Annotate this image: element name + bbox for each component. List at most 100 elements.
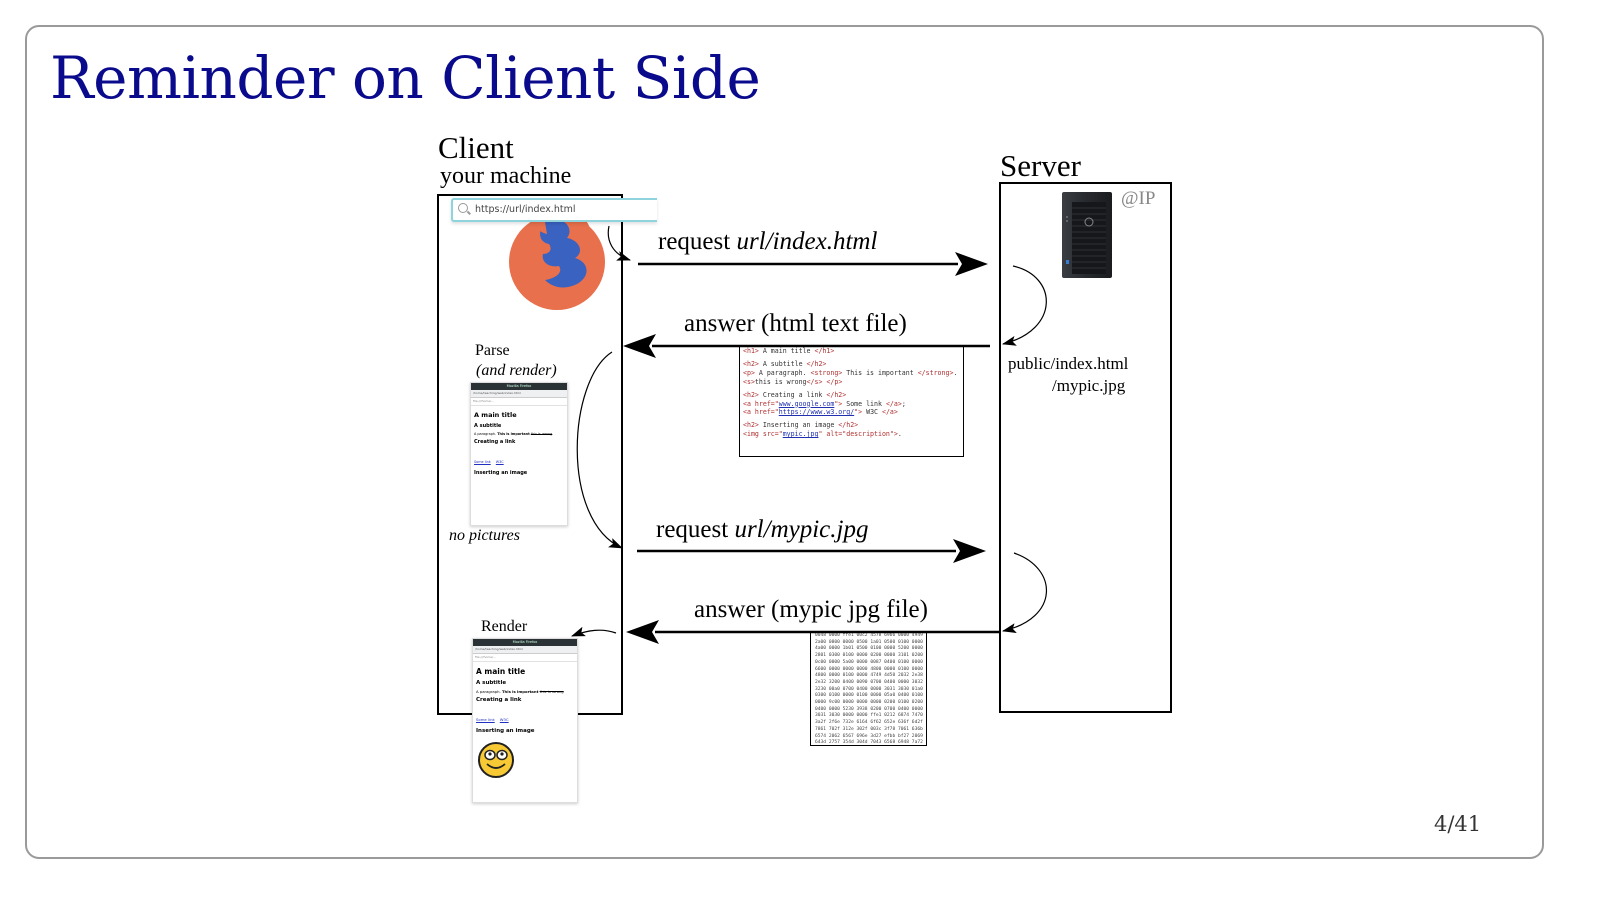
address-bar[interactable]: https://url/index.html xyxy=(451,198,657,222)
hex-row: 2a00 0800 0000 0500 1a01 0500 0100 0000 xyxy=(815,639,923,645)
hex-row: 2e32 3200 0400 0090 0700 0400 0000 3032 xyxy=(815,679,923,685)
browser-tab: /home/teaching/web/index.html xyxy=(473,646,577,654)
code-text: Inserting an image xyxy=(758,421,839,430)
preview-link-1[interactable]: Some link xyxy=(474,460,491,464)
server-path-image: /mypic.jpg xyxy=(1052,376,1126,395)
code-line: <s>this is wrong</s> </p> xyxy=(743,378,963,387)
hex-row: 0000 9c00 0000 0000 0000 0200 0100 0200 xyxy=(815,700,923,706)
slide-title: Reminder on Client Side xyxy=(50,44,761,112)
render-label: Render xyxy=(481,618,528,635)
hex-row: 6574 2062 6567 696e 3d27 efbb bf27 2069 xyxy=(815,733,923,739)
code-tag: "> xyxy=(834,399,843,408)
hex-row: 4800 0000 0100 0000 4749 4d50 2032 2e38 xyxy=(815,673,923,679)
hex-row: 0c00 0000 5a00 0000 0087 0400 0100 0000 xyxy=(815,659,923,665)
code-tag: <h2> xyxy=(743,390,759,399)
page-number: 4/41 xyxy=(1434,812,1482,836)
code-tag: "> xyxy=(854,408,863,417)
code-line: <h2> Creating a link </h2> xyxy=(743,391,963,400)
code-text: Creating a link xyxy=(758,390,827,399)
answer-jpg-label: answer (mypic jpg file) xyxy=(694,596,928,623)
rendered-paragraph: A paragraph. This is important this is w… xyxy=(476,689,574,694)
server-heading: Server xyxy=(1000,148,1081,183)
request-image-prefix: request xyxy=(656,516,735,543)
preview-link-2[interactable]: W3C xyxy=(495,460,504,464)
rendered-link-1[interactable]: Some link xyxy=(476,717,495,722)
rendered-page-preview: Mozilla Firefox /home/teaching/web/index… xyxy=(472,638,578,803)
preview-paragraph-strong: This is important xyxy=(497,432,530,436)
parse-sublabel: (and render) xyxy=(476,362,557,379)
browser-tab: /home/teaching/web/index.html xyxy=(471,390,567,398)
preview-h1: A main title xyxy=(474,411,517,419)
rendered-paragraph-text: A paragraph. xyxy=(476,689,502,694)
hex-row: 3031 3030 0000 0000 ffe1 0212 6874 7470 xyxy=(815,713,923,719)
rendered-paragraph-struck: this is wrong xyxy=(539,689,564,694)
code-text: A main title xyxy=(758,347,815,355)
server-tower-icon xyxy=(1062,192,1112,278)
hex-row: 0048 0000 ffe1 00c2 4578 6966 0000 4949 xyxy=(815,633,923,638)
code-text: . xyxy=(953,368,958,377)
preview-links: Some link W3C xyxy=(474,448,564,467)
code-text: ; xyxy=(901,399,906,408)
code-text: . xyxy=(897,430,902,439)
hex-row: 3230 00a0 0700 0400 0000 3031 3030 01a0 xyxy=(815,686,923,692)
rendered-h2-image: Inserting an image xyxy=(476,728,535,734)
code-tag: </h2> xyxy=(806,360,827,369)
code-tag: </a> xyxy=(881,408,898,417)
browser-navbar: file:///home/... xyxy=(471,398,567,406)
code-tag: <h1> xyxy=(743,347,759,355)
hex-row: 3a2f 2f6e 732e 6164 6f62 652e 636f 6d2f xyxy=(815,720,923,726)
code-text: W3C xyxy=(862,408,882,417)
server-ip-label: @IP xyxy=(1121,188,1156,209)
code-tag: <strong> xyxy=(810,368,843,377)
hex-row: 7861 702f 312e 302f 003c 3f78 7061 636b xyxy=(815,726,923,732)
code-tag: </strong> xyxy=(917,368,954,377)
code-link: mypic.jpg xyxy=(782,430,819,439)
request-index-url: url/index.html xyxy=(736,228,878,255)
request-image-label: request url/mypic.jpg xyxy=(656,516,868,544)
preview-paragraph-text: A paragraph. xyxy=(474,432,498,436)
code-tag: " alt="description"> xyxy=(818,430,898,439)
code-tag: <p> xyxy=(743,368,755,377)
code-tag: <a href=" xyxy=(743,399,779,408)
code-line: <img src="mypic.jpg" alt="description">. xyxy=(743,430,963,439)
code-text: this is wrong xyxy=(754,377,807,386)
code-line: <h2> Inserting an image </h2> xyxy=(743,421,963,430)
rendered-h2-link: Creating a link xyxy=(476,697,522,703)
code-tag: <img src=" xyxy=(743,430,783,439)
hex-row: 2801 0300 0100 0000 0200 0000 3101 0200 xyxy=(815,653,923,659)
parsed-page-preview: Mozilla Firefox /home/teaching/web/index… xyxy=(470,382,568,526)
client-subheading: your machine xyxy=(440,163,572,189)
request-index-label: request url/index.html xyxy=(658,228,877,256)
parse-label: Parse xyxy=(475,342,510,359)
preview-paragraph: A paragraph. This is important this is w… xyxy=(474,432,564,436)
smiley-image-icon xyxy=(478,742,514,778)
client-heading: Client xyxy=(438,130,514,165)
code-line: <h2> A subtitle </h2> xyxy=(743,360,963,369)
rendered-h2-subtitle: A subtitle xyxy=(476,680,507,686)
code-text: This is important xyxy=(842,368,918,377)
browser-titlebar: Mozilla Firefox xyxy=(473,639,577,646)
code-tag: </h1> xyxy=(814,347,835,355)
preview-h2-link: Creating a link xyxy=(474,439,516,445)
code-text: Some link xyxy=(842,399,886,408)
code-tag: <s> xyxy=(743,377,755,386)
preview-h2-subtitle: A subtitle xyxy=(474,423,502,429)
code-line: <a href="https://www.w3.org/"> W3C </a> xyxy=(743,408,963,417)
code-tag: </p> xyxy=(826,377,843,386)
code-tag: <a href=" xyxy=(743,408,779,417)
code-tag: <h2> xyxy=(743,360,759,369)
code-tag: </a> xyxy=(885,399,902,408)
rendered-h1: A main title xyxy=(476,667,526,676)
no-pictures-label: no pictures xyxy=(449,527,520,544)
code-line: <h1> A main title </h1> xyxy=(743,347,963,356)
hex-row: 4a00 0000 1b01 0500 0100 0000 5200 0000 xyxy=(815,646,923,652)
rendered-link-2[interactable]: W3C xyxy=(499,717,509,722)
rendered-paragraph-strong: This is important xyxy=(501,689,539,694)
firefox-logo-icon xyxy=(509,214,605,310)
code-tag: </h2> xyxy=(826,390,847,399)
answer-html-label: answer (html text file) xyxy=(684,310,907,337)
html-file-content: <h1> A main title </h1> <h2> A subtitle … xyxy=(739,345,964,457)
code-line: <a href="www.google.com"> Some link </a>… xyxy=(743,400,963,409)
request-image-url: url/mypic.jpg xyxy=(734,516,869,543)
